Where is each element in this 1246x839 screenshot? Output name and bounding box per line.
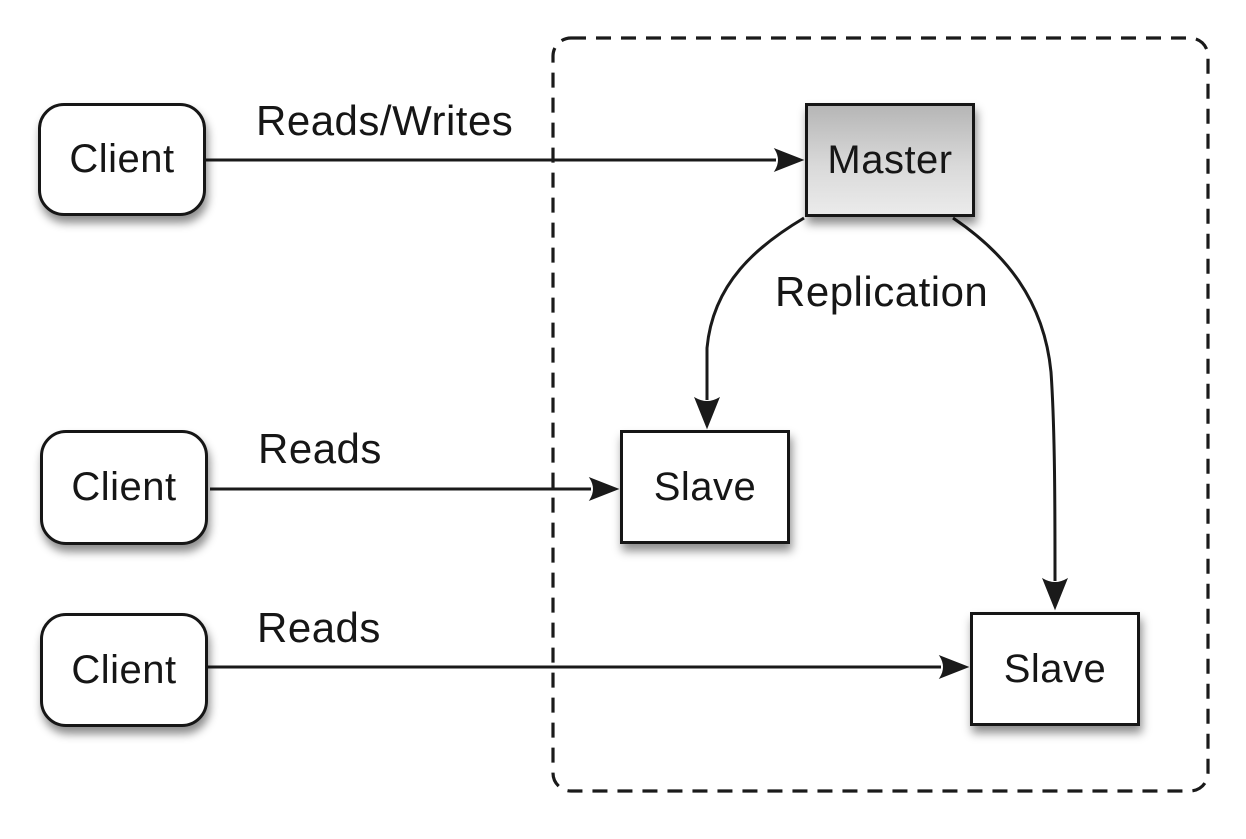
arrow-replication-right-head-icon bbox=[1041, 577, 1069, 611]
node-client-3-label: Client bbox=[71, 647, 177, 692]
node-client-2-label: Client bbox=[71, 465, 177, 509]
arrow-reads-middle-head-icon bbox=[588, 476, 620, 502]
arrow-reads-bottom-head-icon bbox=[938, 654, 970, 680]
node-slave-2: Slave bbox=[970, 612, 1140, 726]
edge-label-replication: Replication bbox=[775, 268, 989, 315]
arrow-replication-left-line bbox=[705, 216, 805, 400]
node-slave-1: Slave bbox=[620, 430, 790, 544]
node-master: Master bbox=[805, 103, 975, 217]
node-slave-2-label: Slave bbox=[1003, 646, 1107, 691]
node-client-1-label: Client bbox=[69, 137, 175, 181]
node-client-3: Client bbox=[40, 613, 208, 727]
node-client-2: Client bbox=[40, 430, 208, 545]
replication-cluster-boundary bbox=[551, 36, 1210, 793]
arrow-replication-left-head-icon bbox=[693, 396, 721, 430]
edge-label-reads-writes: Reads/Writes bbox=[256, 97, 514, 144]
node-master-label: Master bbox=[827, 137, 953, 182]
edge-label-reads-bottom: Reads bbox=[257, 604, 381, 651]
arrow-reads-writes-head-icon bbox=[773, 147, 805, 173]
node-client-1: Client bbox=[38, 103, 206, 216]
edge-label-reads-middle: Reads bbox=[258, 425, 382, 472]
node-slave-1-label: Slave bbox=[653, 464, 757, 509]
arrow-replication-right-line bbox=[952, 216, 1057, 582]
